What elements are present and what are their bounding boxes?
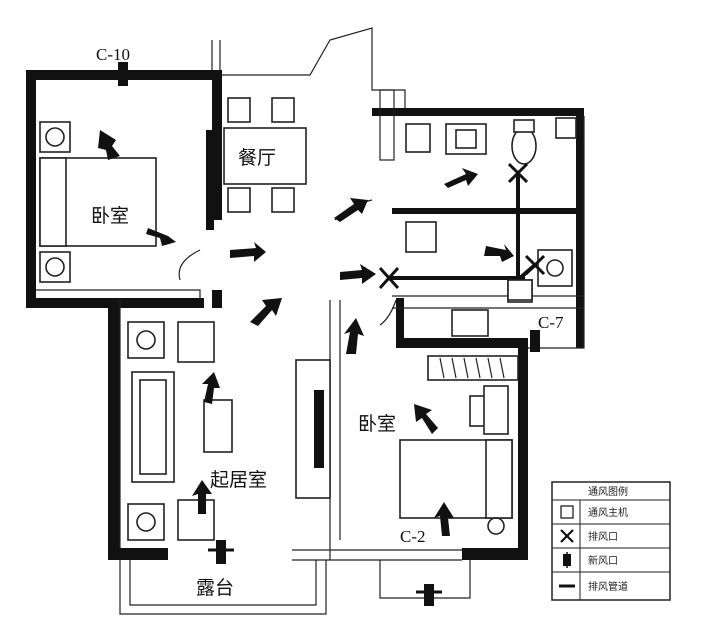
vent-code-c10: C-10 xyxy=(96,45,130,64)
airflow-arrow-icon xyxy=(340,264,376,284)
furniture xyxy=(39,97,577,541)
room-label-bedroom-se: 卧室 xyxy=(358,413,396,435)
airflow-arrow-icon xyxy=(202,372,220,404)
legend: 通风图例 通风主机 排风口 新风口 排风管道 xyxy=(551,481,671,601)
fresh-air-inlet-icon xyxy=(416,584,442,606)
airflow-arrow-icon xyxy=(444,168,478,188)
fresh-air-inlet-icon xyxy=(208,540,234,564)
airflow-arrow-icon xyxy=(484,244,514,262)
vent-code-c7: C-7 xyxy=(538,313,564,332)
exhaust-vent-icon xyxy=(524,254,546,276)
fresh-air-inlet-icon xyxy=(530,330,540,352)
legend-label: 新风口 xyxy=(588,554,618,567)
airflow-arrow-icon xyxy=(230,242,266,262)
airflow-arrow-icon xyxy=(334,198,368,222)
walls xyxy=(26,70,584,560)
ventilation-unit-icon xyxy=(507,279,533,301)
legend-label: 通风主机 xyxy=(588,506,628,519)
airflow-arrows xyxy=(98,130,514,536)
room-label-dining: 餐厅 xyxy=(238,147,276,169)
room-label-bedroom-nw: 卧室 xyxy=(91,205,129,227)
fresh-air-inlet-icon xyxy=(110,62,136,86)
room-label-balcony: 露台 xyxy=(196,577,234,599)
airflow-arrow-icon xyxy=(414,404,438,434)
wardrobe xyxy=(427,355,519,381)
airflow-arrow-icon xyxy=(344,318,364,354)
exhaust-vent-icon xyxy=(560,529,574,543)
airflow-arrow-icon xyxy=(434,502,454,536)
legend-label: 排风管道 xyxy=(588,580,628,593)
vent-codes: C-10 C-7 C-2 xyxy=(96,45,564,546)
room-labels: 卧室 餐厅 起居室 卧室 露台 xyxy=(91,147,396,599)
airflow-arrow-icon xyxy=(192,480,212,514)
airflow-arrow-icon xyxy=(146,228,176,246)
airflow-arrow-icon xyxy=(98,130,120,160)
room-label-living: 起居室 xyxy=(210,469,267,491)
legend-title: 通风图例 xyxy=(588,485,628,498)
fresh-air-inlet-icon xyxy=(563,552,571,568)
airflow-arrow-icon xyxy=(250,298,282,326)
exhaust-vent-icon xyxy=(378,266,400,290)
legend-label: 排风口 xyxy=(588,530,618,543)
ventilation-unit-icon xyxy=(560,505,574,519)
vent-code-c2: C-2 xyxy=(400,527,426,546)
exhaust-vent-icon xyxy=(507,162,529,184)
